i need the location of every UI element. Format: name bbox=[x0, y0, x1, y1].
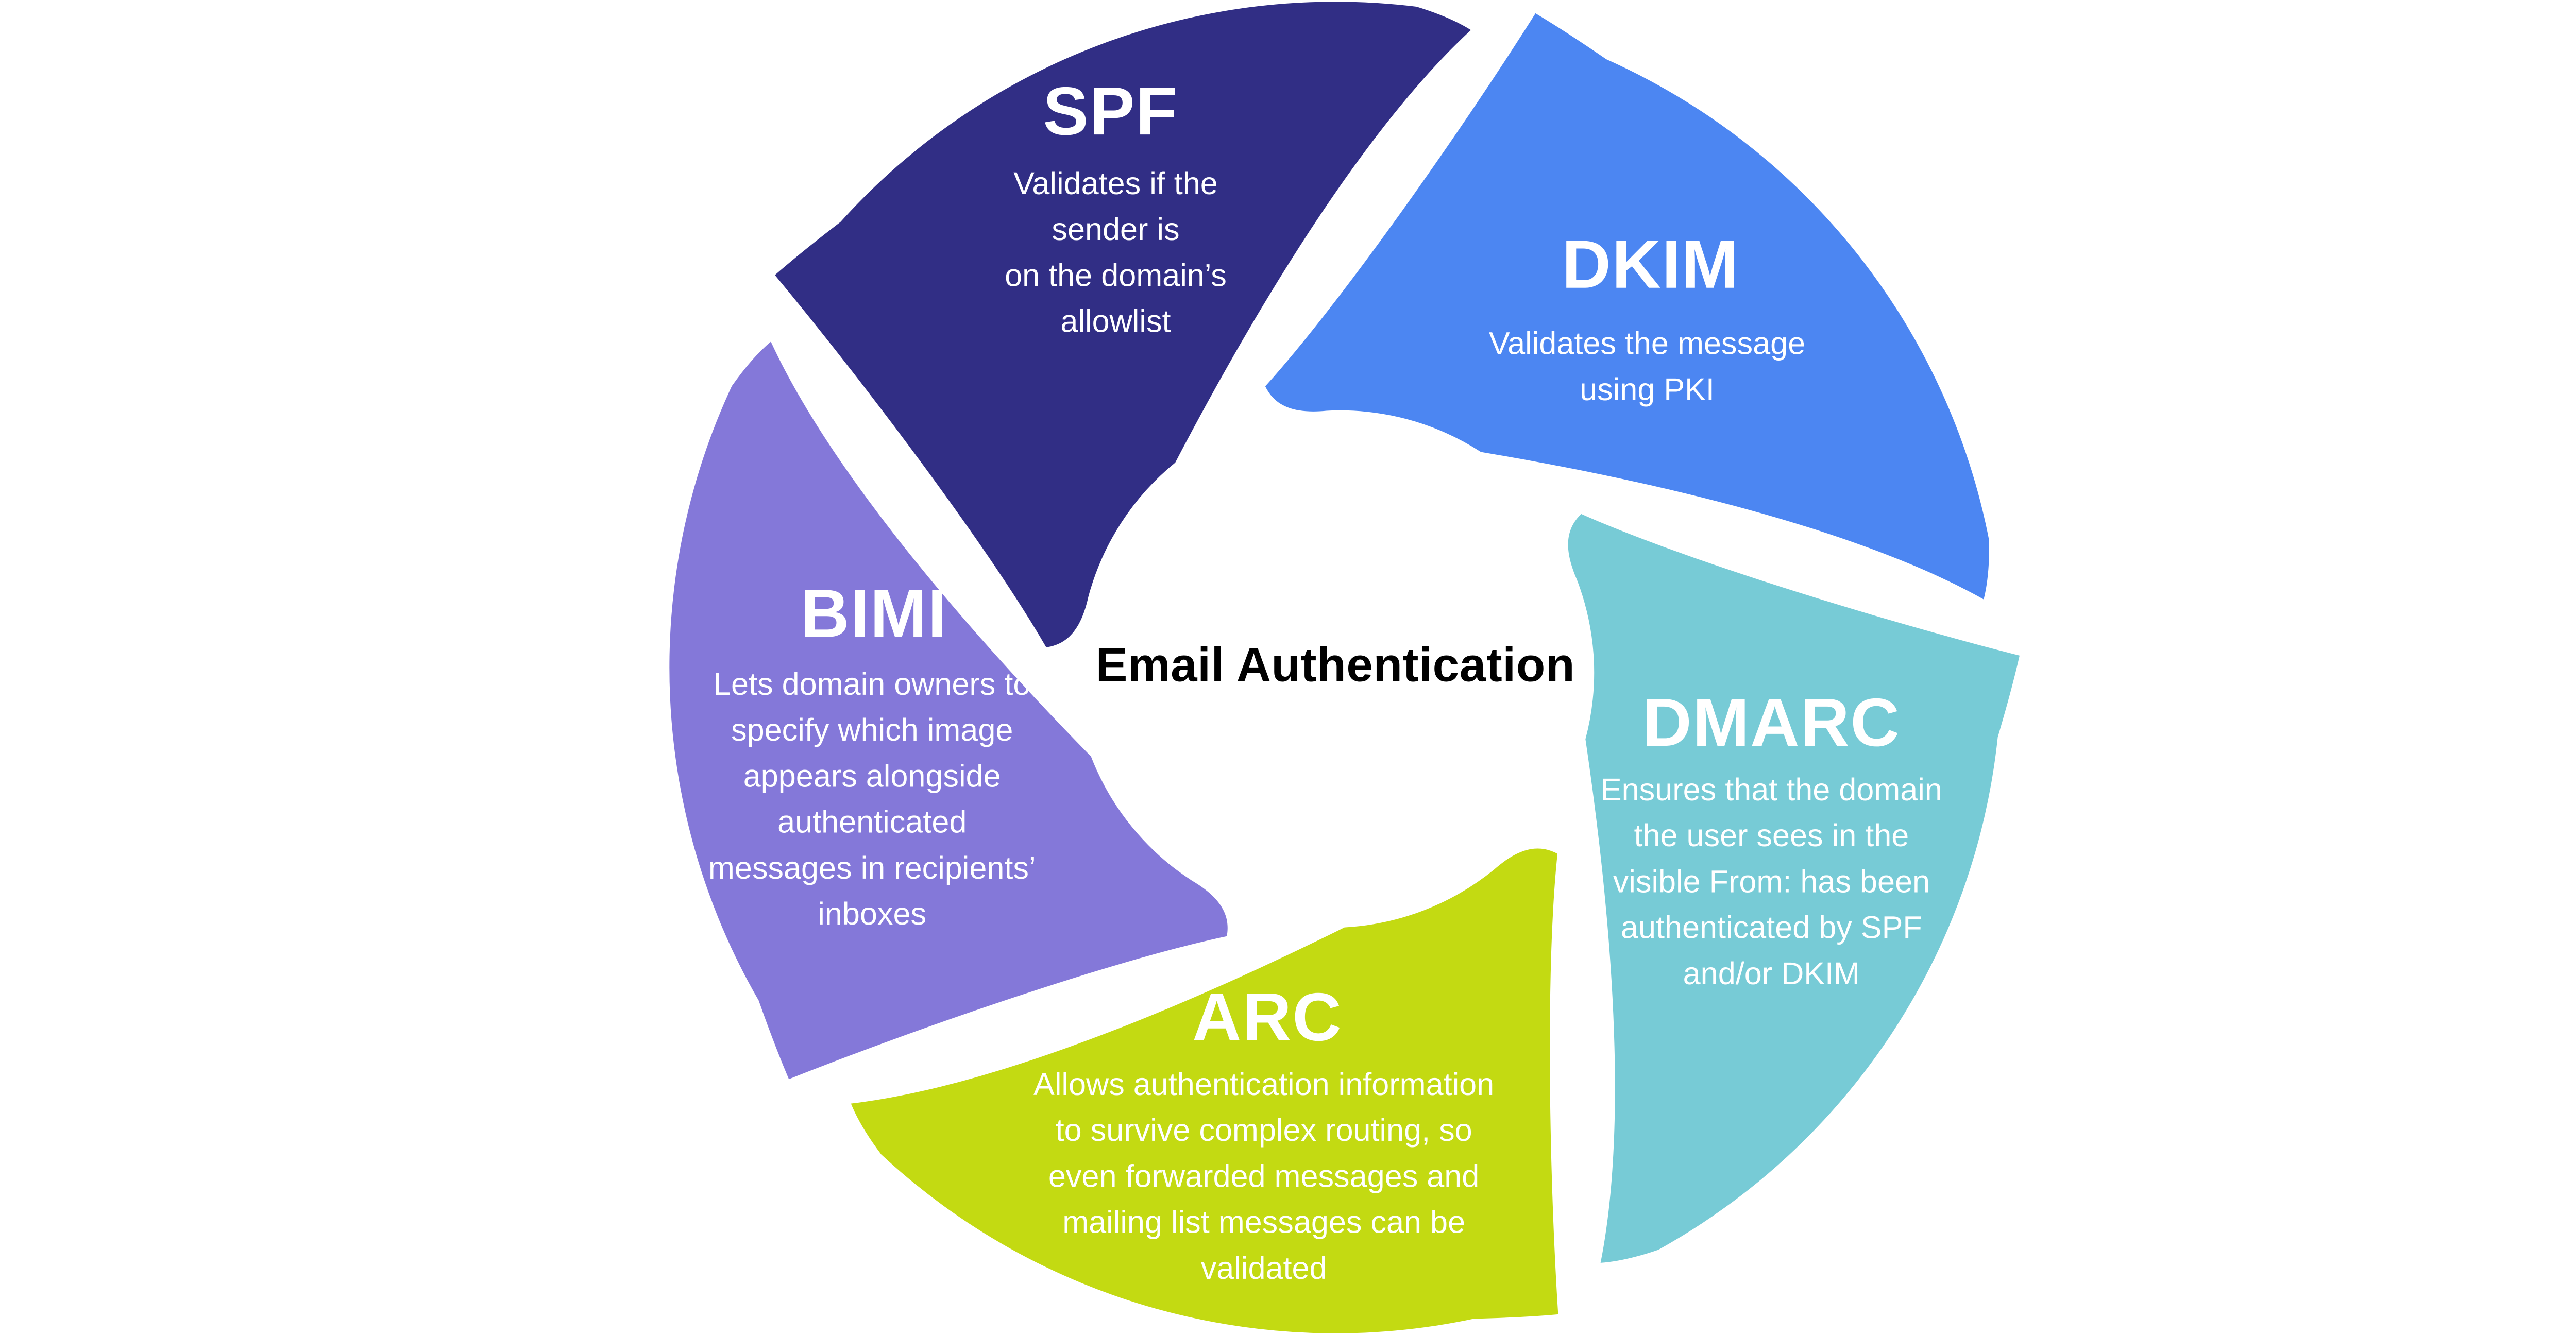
segment-arc-description: Allows authentication information to sur… bbox=[1033, 1066, 1495, 1286]
segment-bimi-description: Lets domain owners to specify which imag… bbox=[708, 665, 1036, 932]
segment-arc-title: ARC bbox=[1192, 981, 1343, 1056]
segment-dkim-title: DKIM bbox=[1562, 228, 1739, 303]
segment-dmarc-description: Ensures that the domain the user sees in… bbox=[1600, 771, 1942, 991]
segment-bimi-title: BIMI bbox=[800, 577, 947, 653]
segment-dkim-description: Validates the message using PKI bbox=[1488, 325, 1806, 407]
segment-spf-description: Validates if the sender is on the domain… bbox=[1005, 165, 1227, 339]
segment-dmarc-title: DMARC bbox=[1642, 686, 1901, 761]
segment-spf-title: SPF bbox=[1043, 75, 1178, 150]
diagram-center-title: Email Authentication bbox=[1095, 638, 1575, 692]
